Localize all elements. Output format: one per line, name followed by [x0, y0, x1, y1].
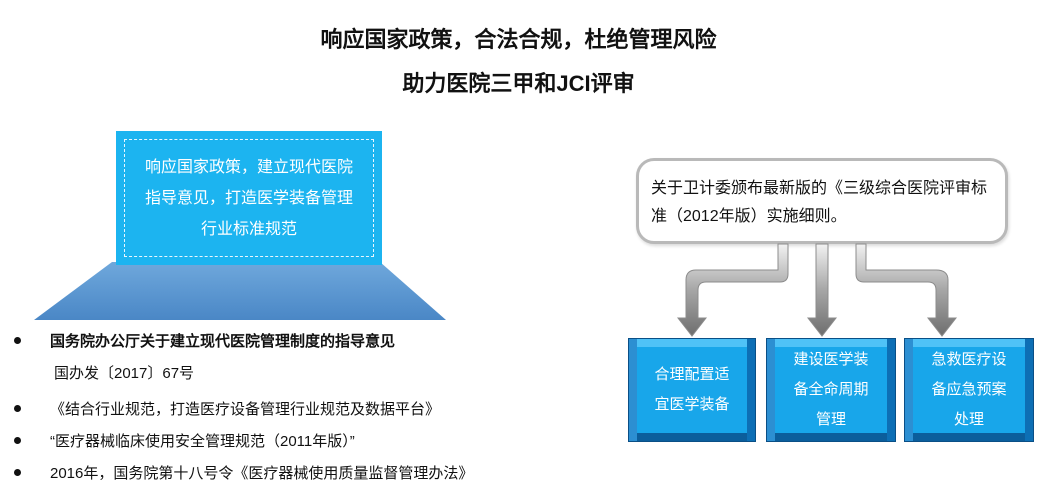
outcome-label: 急救医疗设备应急预案处理: [931, 351, 1007, 428]
pedestal-shape: [34, 262, 446, 320]
bullet-dot: [14, 469, 21, 476]
arrow-left-icon: [676, 243, 789, 337]
list-item-text: 国务院办公厅关于建立现代医院管理制度的指导意见: [50, 333, 396, 350]
policy-text: 响应国家政策，建立现代医院指导意见，打造医学装备管理行业标准规范: [144, 158, 353, 238]
bullet-dot: [14, 437, 21, 444]
policy-box: 响应国家政策，建立现代医院指导意见，打造医学装备管理行业标准规范: [116, 131, 382, 265]
list-item-text: 2016年，国务院第十八号令《医疗器械使用质量监督管理办法》: [50, 465, 474, 482]
page-subtitle: 助力医院三甲和JCI评审: [402, 71, 635, 96]
list-item-text: “医疗器械临床使用安全管理规范（2011年版）”: [50, 433, 355, 450]
outcome-label: 合理配置适宜医学装备: [654, 366, 730, 413]
outcome-label: 建设医学装备全命周期管理: [793, 351, 869, 428]
list-item-text: 国办发〔2017〕67号: [54, 365, 195, 382]
page-title: 响应国家政策，合法合规，杜绝管理风险: [320, 27, 717, 52]
arrow-right-icon: [855, 243, 958, 337]
bullet-dot: [14, 337, 21, 344]
bullet-dot: [14, 405, 21, 412]
list-item-text: 《结合行业规范，打造医疗设备管理行业规范及数据平台》: [50, 401, 441, 418]
outcome-box-equipment: 合理配置适宜医学装备: [628, 338, 756, 442]
outcome-box-lifecycle: 建设医学装备全命周期管理: [766, 338, 896, 442]
outcome-box-emergency: 急救医疗设备应急预案处理: [904, 338, 1034, 442]
arrow-middle-icon: [806, 243, 838, 337]
policy-box-border: 响应国家政策，建立现代医院指导意见，打造医学装备管理行业标准规范: [124, 139, 374, 257]
callout-box: 关于卫计委颁布最新版的《三级综合医院评审标准（2012年版）实施细则。: [636, 158, 1008, 244]
branch-arrows: [676, 243, 958, 337]
callout-text: 关于卫计委颁布最新版的《三级综合医院评审标准（2012年版）实施细则。: [651, 180, 988, 225]
